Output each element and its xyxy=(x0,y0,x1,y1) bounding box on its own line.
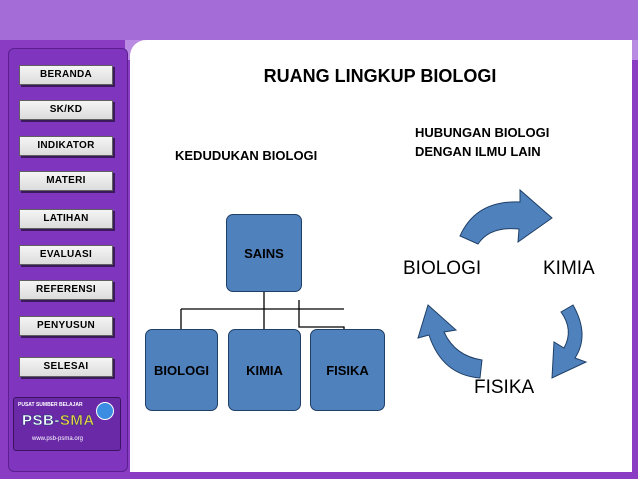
logo-url: www.psb-psma.org xyxy=(32,436,84,442)
nav-indikator-button[interactable]: INDIKATOR xyxy=(19,136,113,156)
nav-skkd-button[interactable]: SK/KD xyxy=(19,100,113,120)
kimia-box: KIMIA xyxy=(228,329,301,411)
hubungan-heading-line1: HUBUNGAN BIOLOGI xyxy=(415,125,550,140)
cycle-arrow-left-icon xyxy=(417,304,483,379)
biologi-box: BIOLOGI xyxy=(145,329,218,411)
cycle-label-fisika: FISIKA xyxy=(474,377,535,398)
hubungan-heading-line2: DENGAN ILMU LAIN xyxy=(415,144,541,159)
nav-penyusun-button[interactable]: PENYUSUN xyxy=(19,316,113,336)
logo-top-text: PUSAT SUMBER BELAJAR xyxy=(18,402,83,408)
nav-selesai-button[interactable]: SELESAI xyxy=(19,357,113,377)
nav-evaluasi-button[interactable]: EVALUASI xyxy=(19,245,113,265)
logo-name: PSB-SMA xyxy=(22,412,95,429)
top-band xyxy=(0,0,638,40)
nav-latihan-button[interactable]: LATIHAN xyxy=(19,209,113,229)
psb-sma-logo: PUSAT SUMBER BELAJAR PSB-SMA www.psb-psm… xyxy=(13,397,121,451)
page-title: RUANG LINGKUP BIOLOGI xyxy=(263,66,497,86)
emblem-icon xyxy=(96,402,114,420)
logo-name-part2: SMA xyxy=(59,412,95,429)
nav-materi-button[interactable]: MATERI xyxy=(19,171,113,191)
cycle-label-kimia: KIMIA xyxy=(543,258,595,279)
hubungan-heading: HUBUNGAN BIOLOGI DENGAN ILMU LAIN xyxy=(415,123,549,161)
connector-fisika xyxy=(298,300,345,329)
sains-box: SAINS xyxy=(226,214,302,292)
nav-beranda-button[interactable]: BERANDA xyxy=(19,65,113,85)
fisika-box: FISIKA xyxy=(310,329,385,411)
cycle-arrow-top-icon xyxy=(459,188,553,245)
nav-referensi-button[interactable]: REFERENSI xyxy=(19,280,113,300)
cycle-arrow-right-icon xyxy=(551,304,588,379)
logo-name-part1: PSB- xyxy=(22,412,60,429)
cycle-label-biologi: BIOLOGI xyxy=(403,258,482,279)
kedudukan-heading: KEDUDUKAN BIOLOGI xyxy=(175,148,318,163)
